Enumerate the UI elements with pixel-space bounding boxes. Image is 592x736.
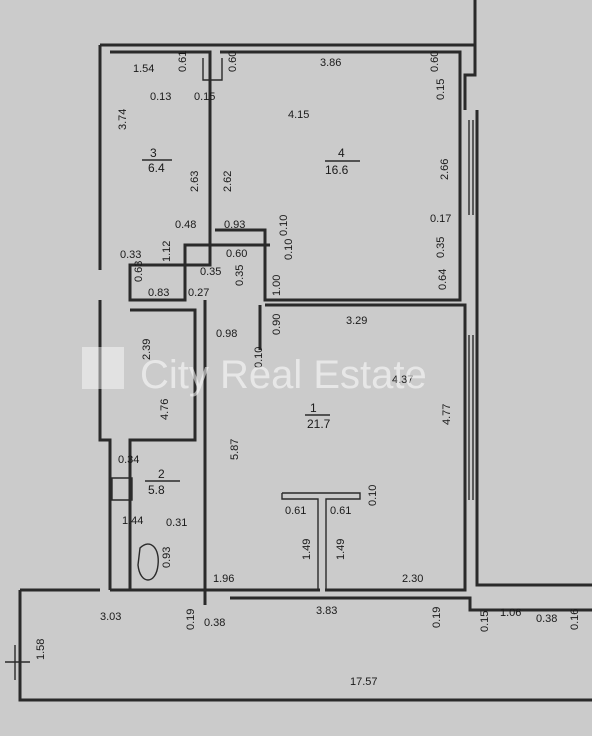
dimension-label: 0.19	[431, 607, 443, 628]
dimension-label: 0.10	[253, 347, 265, 368]
dimension-label: 17.57	[350, 676, 378, 688]
dimension-label: 0.93	[224, 219, 245, 231]
dimension-label: 1.00	[271, 275, 283, 296]
dimension-label: 0.34	[118, 454, 139, 466]
dimension-label: 0.38	[204, 617, 225, 629]
dimension-label: 0.93	[161, 547, 173, 568]
watermark-text: City Real Estate	[140, 353, 427, 397]
dimension-label: 1.06	[500, 607, 521, 619]
dimension-labels: 1.54 0.61 0.60 3.86 0.60 3.74 0.13 0.15 0.15 4.15…	[35, 51, 581, 688]
dimension-label: 0.19	[185, 609, 197, 630]
walls	[5, 0, 592, 702]
dimension-label: 0.83	[148, 287, 169, 299]
dimension-label: 4.37	[392, 374, 413, 386]
dimension-label: 2.30	[402, 573, 423, 585]
dimension-label: 1.49	[301, 539, 313, 560]
room-area: 16.6	[325, 163, 349, 177]
dimension-label: 0.64	[437, 269, 449, 290]
dimension-label: 4.77	[441, 404, 453, 425]
room-number: 3	[150, 146, 157, 160]
room-number: 2	[158, 467, 165, 481]
dimension-label: 1.12	[161, 241, 173, 262]
dimension-label: 0.17	[430, 213, 451, 225]
dimension-label: 0.98	[216, 328, 237, 340]
dimension-label: 0.90	[271, 314, 283, 335]
dimension-label: 0.38	[536, 613, 557, 625]
dimension-label: 0.60	[226, 248, 247, 260]
dimension-label: 3.29	[346, 315, 367, 327]
dimension-label: 1.96	[213, 573, 234, 585]
room-area: 21.7	[307, 417, 331, 431]
dimension-label: 0.31	[166, 517, 187, 529]
dimension-label: 0.15	[194, 91, 215, 103]
room-number: 4	[338, 146, 345, 160]
dimension-label: 0.10	[367, 485, 379, 506]
dimension-label: 0.35	[234, 265, 246, 286]
dimension-label: 3.74	[117, 109, 129, 130]
room-area: 6.4	[148, 161, 165, 175]
dimension-label: 0.16	[569, 609, 581, 630]
dimension-label: 0.35	[200, 266, 221, 278]
dimension-label: 0.27	[188, 287, 209, 299]
dimension-label: 0.35	[435, 237, 447, 258]
room-labels: 3 6.4 4 16.6 1 21.7 2 5.8	[142, 146, 360, 497]
dimension-label: 0.60	[429, 51, 441, 72]
dimension-label: 1.44	[122, 515, 143, 527]
room-number: 1	[310, 401, 317, 415]
dimension-label: 4.76	[159, 399, 171, 420]
dimension-label: 0.13	[150, 91, 171, 103]
dimension-label: 0.60	[227, 51, 239, 72]
dimension-label: 0.33	[120, 249, 141, 261]
room-area: 5.8	[148, 483, 165, 497]
dimension-label: 0.61	[330, 505, 351, 517]
dimension-label: 0.15	[435, 79, 447, 100]
dimension-label: 3.03	[100, 611, 121, 623]
dimension-label: 2.66	[439, 159, 451, 180]
dimension-label: 3.83	[316, 605, 337, 617]
dimension-label: 1.54	[133, 63, 154, 75]
dimension-label: 1.49	[335, 539, 347, 560]
dimension-label: 3.86	[320, 57, 341, 69]
dimension-label: 5.87	[229, 439, 241, 460]
dimension-label: 0.15	[479, 611, 491, 632]
dimension-label: 0.10	[278, 215, 290, 236]
dimension-label: 0.61	[177, 51, 189, 72]
dimension-label: 2.63	[189, 171, 201, 192]
watermark: City Real Estate	[82, 347, 427, 397]
dimension-label: 4.15	[288, 109, 309, 121]
dimension-label: 2.39	[141, 339, 153, 360]
dimension-label: 0.48	[175, 219, 196, 231]
dimension-label: 0.10	[283, 239, 295, 260]
dimension-label: 2.62	[222, 171, 234, 192]
dimension-label: 0.63	[133, 261, 145, 282]
dimension-label: 1.58	[35, 639, 47, 660]
dimension-label: 0.61	[285, 505, 306, 517]
